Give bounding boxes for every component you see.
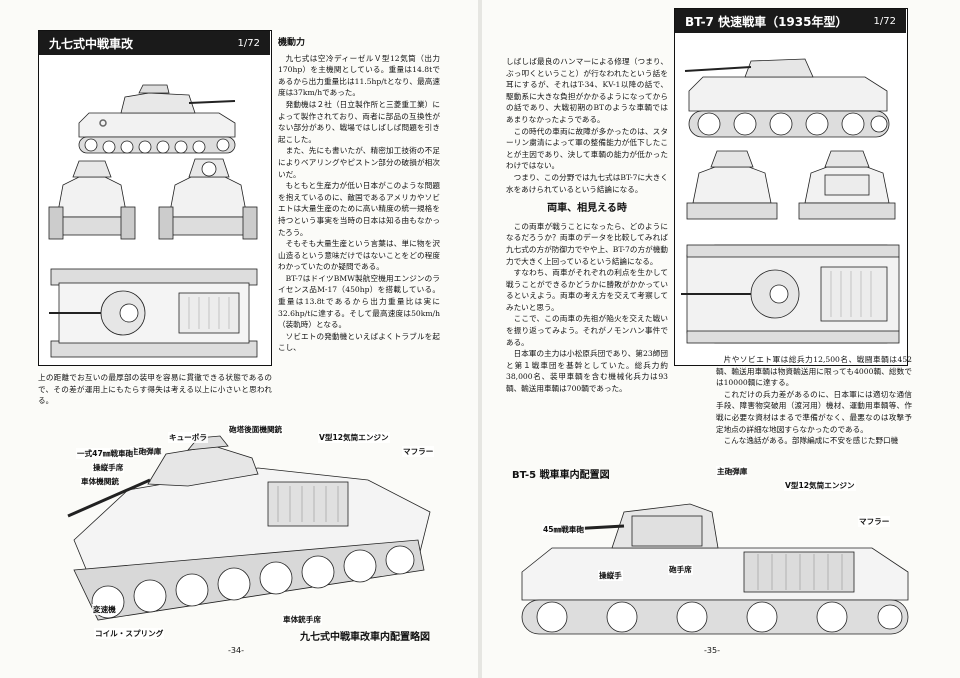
right-paragraph: つまり、この分野では九七式はBT-7に大きく水をあけられているという結論になる。	[506, 172, 668, 194]
left-paragraph: BT-7はドイツBMW製航空機用エンジンのライセンス品M-17（450hp）を搭…	[278, 273, 440, 330]
bt5-label-driver: 操縦手	[598, 570, 623, 581]
bt5-label-muffler: マフラー	[858, 516, 891, 527]
diagram-label-gunner-seat: 車体銃手席	[282, 614, 322, 625]
bt7-plate: BT-7 快速戦車（1935年型） 1/72	[674, 8, 908, 366]
left-page-number: -34-	[228, 646, 244, 655]
right-paragraph: すなわち、両車がそれぞれの利点を生かして戦うことができるかどうかに勝敗がかかって…	[506, 268, 668, 312]
left-paragraph: 九七式は空冷ディーゼルＶ型12気筒（出力170hp）を主機関としている。重量は1…	[278, 53, 440, 98]
type97-side-view	[78, 84, 236, 154]
right-paragraph: 日本軍の主力は小松原兵団であり、第23師団と第１戦車団を基幹としていた。総兵力約…	[506, 349, 668, 394]
right-paragraph: こんな逸話がある。部隊編成に不安を感じた野口機	[723, 436, 899, 446]
type97-rear-view	[158, 158, 258, 240]
type97-cutaway-diagram	[67, 435, 431, 621]
right-body-column-2: 片やソビエト軍は総兵力12,500名、戦闘車輌は452輌、輸送用車輌は物資輸送用…	[716, 354, 912, 447]
bt7-rear-view	[798, 150, 896, 220]
left-scale: 1/72	[237, 37, 260, 49]
diagram-label-hull-mg: 車体機関銃	[80, 476, 120, 487]
left-diagram-caption: 九七式中戦車改車内配置略図	[300, 632, 430, 643]
bt5-label-engine: V型12気筒エンジン	[784, 480, 856, 491]
diagram-label-muffler: マフラー	[402, 446, 435, 457]
right-paragraph: この両車が戦うことになったら、どのようになるだろうか？両車のデータを比較してみれ…	[506, 221, 668, 266]
right-scale: 1/72	[873, 15, 896, 27]
left-paragraph: ソビエトの発動機といえばよくトラブルを起こし、	[278, 331, 440, 353]
diagram-label-cupola: キューポラ	[168, 432, 208, 443]
left-body-column: 機動力 九七式は空冷ディーゼルＶ型12気筒（出力170hp）を主機関としている。…	[278, 36, 440, 354]
right-title-bar: BT-7 快速戦車（1935年型） 1/72	[675, 9, 906, 33]
left-paragraph: 発動機は２社（日立製作所と三菱重工業）によって製作されており、両者に部品の互換性…	[278, 99, 440, 144]
type97-plate: 九七式中戦車改 1/72	[38, 30, 272, 366]
book-gutter	[478, 0, 482, 678]
bt7-top-view	[681, 244, 900, 344]
left-paragraph: もともと生産力が低い日本がこのような問題を抱えているのに、敵国であるアメリカやソ…	[278, 181, 440, 237]
left-page: 九七式中戦車改 1/72	[0, 0, 478, 678]
right-body-column-1: しばしば最良のハンマーによる修理（つまり、ぶっ叩くということ）が行なわれたという…	[506, 56, 668, 395]
type97-views	[48, 84, 258, 358]
right-paragraph: ここで、この両車の先祖が陥火を交えた戦いを振り返ってみよう。それがノモンハン事件…	[506, 314, 668, 347]
diagram-label-transmission: 変速機	[92, 604, 117, 615]
type97-top-view	[49, 268, 258, 358]
left-paragraph: そもそも大量生産という言葉は、単に物を沢山造るという意味だけではないことをどの程…	[278, 239, 440, 272]
bt5-cutaway-diagram	[521, 503, 909, 635]
right-page-number: -35-	[704, 646, 720, 655]
encounter-heading: 両車、相見える時	[547, 203, 627, 215]
diagram-label-driver: 操縦手席	[92, 462, 125, 473]
right-paragraph: しばしば最良のハンマーによる修理（つまり、ぶっ叩くということ）が行なわれたという…	[506, 57, 668, 124]
mobility-heading: 機動力	[278, 38, 306, 48]
right-diagram-title: BT-5 戦車車内配置図	[512, 470, 610, 481]
left-paragraph: また、先にも書いたが、精密加工技術の不足によりベアリングやピストン部分の破損が相…	[278, 146, 440, 179]
diagram-label-spring: コイル・スプリング	[94, 628, 165, 639]
diagram-label-rear-mg: 砲塔後面機関銃	[228, 424, 284, 435]
diagram-label-engine: V型12気筒エンジン	[318, 432, 390, 443]
bt7-side-view	[684, 58, 890, 138]
bt5-label-gun: 45㎜戦車砲	[542, 524, 585, 535]
left-title-bar: 九七式中戦車改 1/72	[39, 31, 270, 55]
right-paragraph: 片やソビエト軍は総兵力12,500名、戦闘車輌は452輌、輸送用車輌は物資輸送用…	[716, 355, 912, 388]
bt5-label-ammo: 主砲弾庫	[716, 466, 749, 477]
bt7-front-view	[686, 150, 778, 220]
bt7-views	[681, 58, 900, 344]
right-paragraph: この時代の車両に故障が多かったのは、スターリン粛清によって軍の整備能力が低下した…	[506, 126, 668, 171]
right-title: BT-7 快速戦車（1935年型）	[685, 14, 848, 29]
diagram-label-gun: 一式47㎜戦車砲	[76, 448, 135, 459]
right-paragraph: これだけの兵力差があるのに、日本軍には適切な通信手段、障害物突破用（渡河用）機材…	[716, 389, 912, 434]
bt5-label-gunner: 砲手席	[668, 564, 693, 575]
left-overflow-text: 上の距離でお互いの最厚部の装甲を容易に貫徹できる状態であるので、その差が運用上に…	[38, 373, 272, 406]
right-page: BT-7 快速戦車（1935年型） 1/72	[482, 0, 960, 678]
type97-front-view	[48, 160, 136, 240]
left-title: 九七式中戦車改	[49, 36, 134, 51]
diagram-label-ammo: 主砲弾庫	[130, 446, 163, 457]
